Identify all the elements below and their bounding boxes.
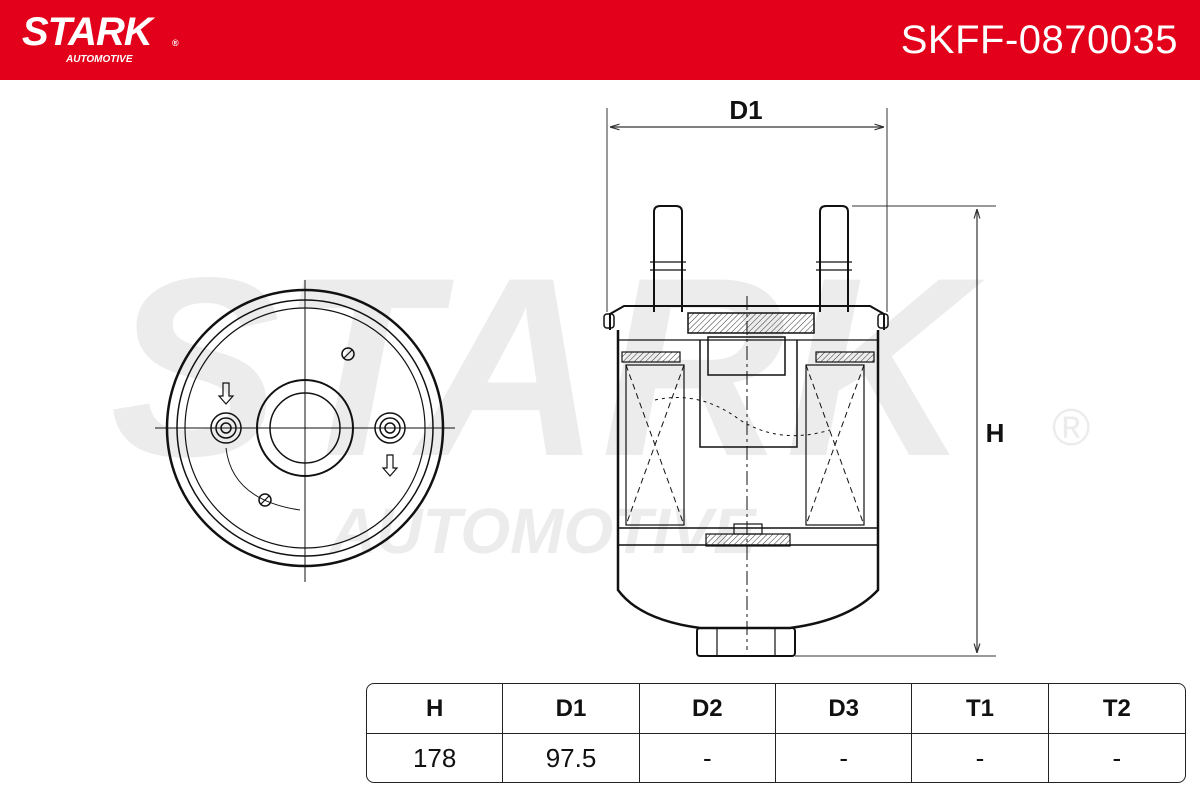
dimensions <box>606 108 996 657</box>
header-bar: STARK ® AUTOMOTIVE SKFF-0870035 <box>0 0 1200 80</box>
side-view <box>603 205 889 657</box>
table-value-t2: - <box>1112 742 1122 773</box>
table-value-d3: - <box>776 734 913 782</box>
dimension-label-d1: D1 <box>729 95 762 125</box>
table-header-d2: D2 <box>639 684 776 734</box>
brand-registered-mark: ® <box>172 38 179 48</box>
table-header-d3: D3 <box>775 684 913 734</box>
dimensions-table: H D1 D2 D3 T1 T2 178 97.5 - - - - <box>366 683 1186 783</box>
watermark-registered: ® <box>1052 399 1090 457</box>
watermark-sub: AUTOMOTIVE <box>328 495 758 567</box>
table-header-t1: T1 <box>912 684 1049 734</box>
table-value-t1: - <box>912 734 1049 782</box>
table-value-h: 178 <box>367 734 504 782</box>
brand-logo-text: STARK <box>22 10 153 54</box>
table-header-t2: T2 <box>1048 684 1185 734</box>
table-value-d1: 97.5 <box>503 734 640 782</box>
technical-drawing: STARK AUTOMOTIVE ® <box>110 95 1090 657</box>
top-view <box>155 280 455 582</box>
dimension-label-h: H <box>986 418 1005 448</box>
part-number: SKFF-0870035 <box>900 18 1178 62</box>
table-value-d2: - <box>640 734 776 782</box>
table-header-h: H <box>367 684 504 734</box>
watermark: STARK AUTOMOTIVE ® <box>110 225 1090 567</box>
brand-logo: STARK ® AUTOMOTIVE <box>22 10 179 65</box>
brand-logo-subtext: AUTOMOTIVE <box>66 54 133 65</box>
table-header-d1: D1 <box>503 684 640 734</box>
watermark-brand: STARK <box>110 225 985 510</box>
